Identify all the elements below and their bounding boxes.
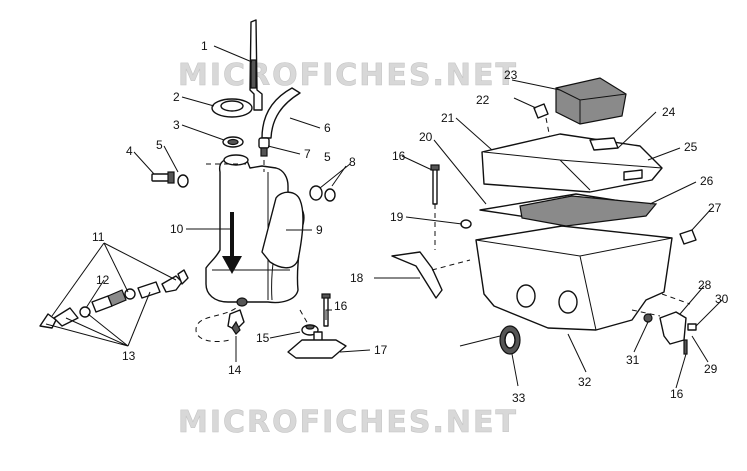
callout-20: 20 <box>419 130 433 144</box>
cap-seal <box>222 136 244 148</box>
callout-18: 18 <box>350 271 364 285</box>
callout-27: 27 <box>708 201 722 215</box>
callout-13: 13 <box>122 349 136 363</box>
watermark-bottom: MICROFICHES.NET <box>178 405 518 440</box>
leader-lines <box>45 45 723 389</box>
callout-5-left: 5 <box>156 138 163 152</box>
callout-22: 22 <box>476 93 490 107</box>
callout-3: 3 <box>173 118 180 132</box>
callout-29: 29 <box>704 362 718 376</box>
callout-17: 17 <box>374 343 388 357</box>
vent-hose <box>261 87 301 139</box>
hose-clamp <box>460 219 472 229</box>
callout-6: 6 <box>324 121 331 135</box>
callout-10: 10 <box>170 222 184 236</box>
callout-12: 12 <box>96 273 110 287</box>
drain-route <box>195 301 243 343</box>
callout-1: 1 <box>201 39 208 53</box>
callout-26: 26 <box>700 174 714 188</box>
tank-cap <box>211 98 253 118</box>
callout-32: 32 <box>578 375 592 389</box>
outlet-grommet <box>679 229 697 245</box>
flow-arrow <box>222 212 242 274</box>
pre-filter <box>519 195 658 227</box>
callout-5-right: 5 <box>324 150 331 164</box>
filter-clip <box>533 103 549 119</box>
callout-16-left: 16 <box>334 299 348 313</box>
bracket-bolt-upper <box>430 164 440 205</box>
callout-9: 9 <box>316 223 323 237</box>
callout-30: 30 <box>715 292 729 306</box>
callout-33: 33 <box>512 391 526 405</box>
callout-25: 25 <box>684 140 698 154</box>
callout-24: 24 <box>662 105 676 119</box>
vent-route <box>206 160 265 172</box>
callout-7: 7 <box>304 147 311 161</box>
callout-16-right: 16 <box>670 387 684 401</box>
callout-31: 31 <box>626 353 640 367</box>
callout-23: 23 <box>504 68 518 82</box>
callout-14: 14 <box>228 363 242 377</box>
callout-28: 28 <box>698 278 712 292</box>
air-box-bracket <box>391 251 443 299</box>
watermark-top: MICROFICHES.NET <box>178 58 518 93</box>
callout-16-upper: 16 <box>392 149 406 163</box>
fuel-line-assembly <box>39 269 189 329</box>
tank-nut-right <box>309 185 336 202</box>
callout-8: 8 <box>349 155 356 169</box>
callout-4: 4 <box>126 144 133 158</box>
callout-21: 21 <box>441 111 455 125</box>
side-bracket <box>643 311 697 355</box>
callout-labels: 1 2 3 4 5 6 7 5 8 9 10 11 12 13 14 15 16… <box>92 39 729 405</box>
callout-15: 15 <box>256 331 270 345</box>
vent-fitting <box>258 137 270 157</box>
tank-bolt-left <box>151 171 189 188</box>
air-box-base <box>475 225 673 331</box>
drain-plug <box>499 325 521 355</box>
air-box-cover <box>481 133 663 193</box>
callout-19: 19 <box>390 210 404 224</box>
air-filter-element <box>555 77 627 125</box>
callout-2: 2 <box>173 90 180 104</box>
dipstick <box>249 19 263 111</box>
tank-heat-shield <box>261 191 304 269</box>
drain-fitting <box>227 297 248 335</box>
callout-11: 11 <box>92 230 105 244</box>
tank-mount-bracket <box>287 331 347 359</box>
